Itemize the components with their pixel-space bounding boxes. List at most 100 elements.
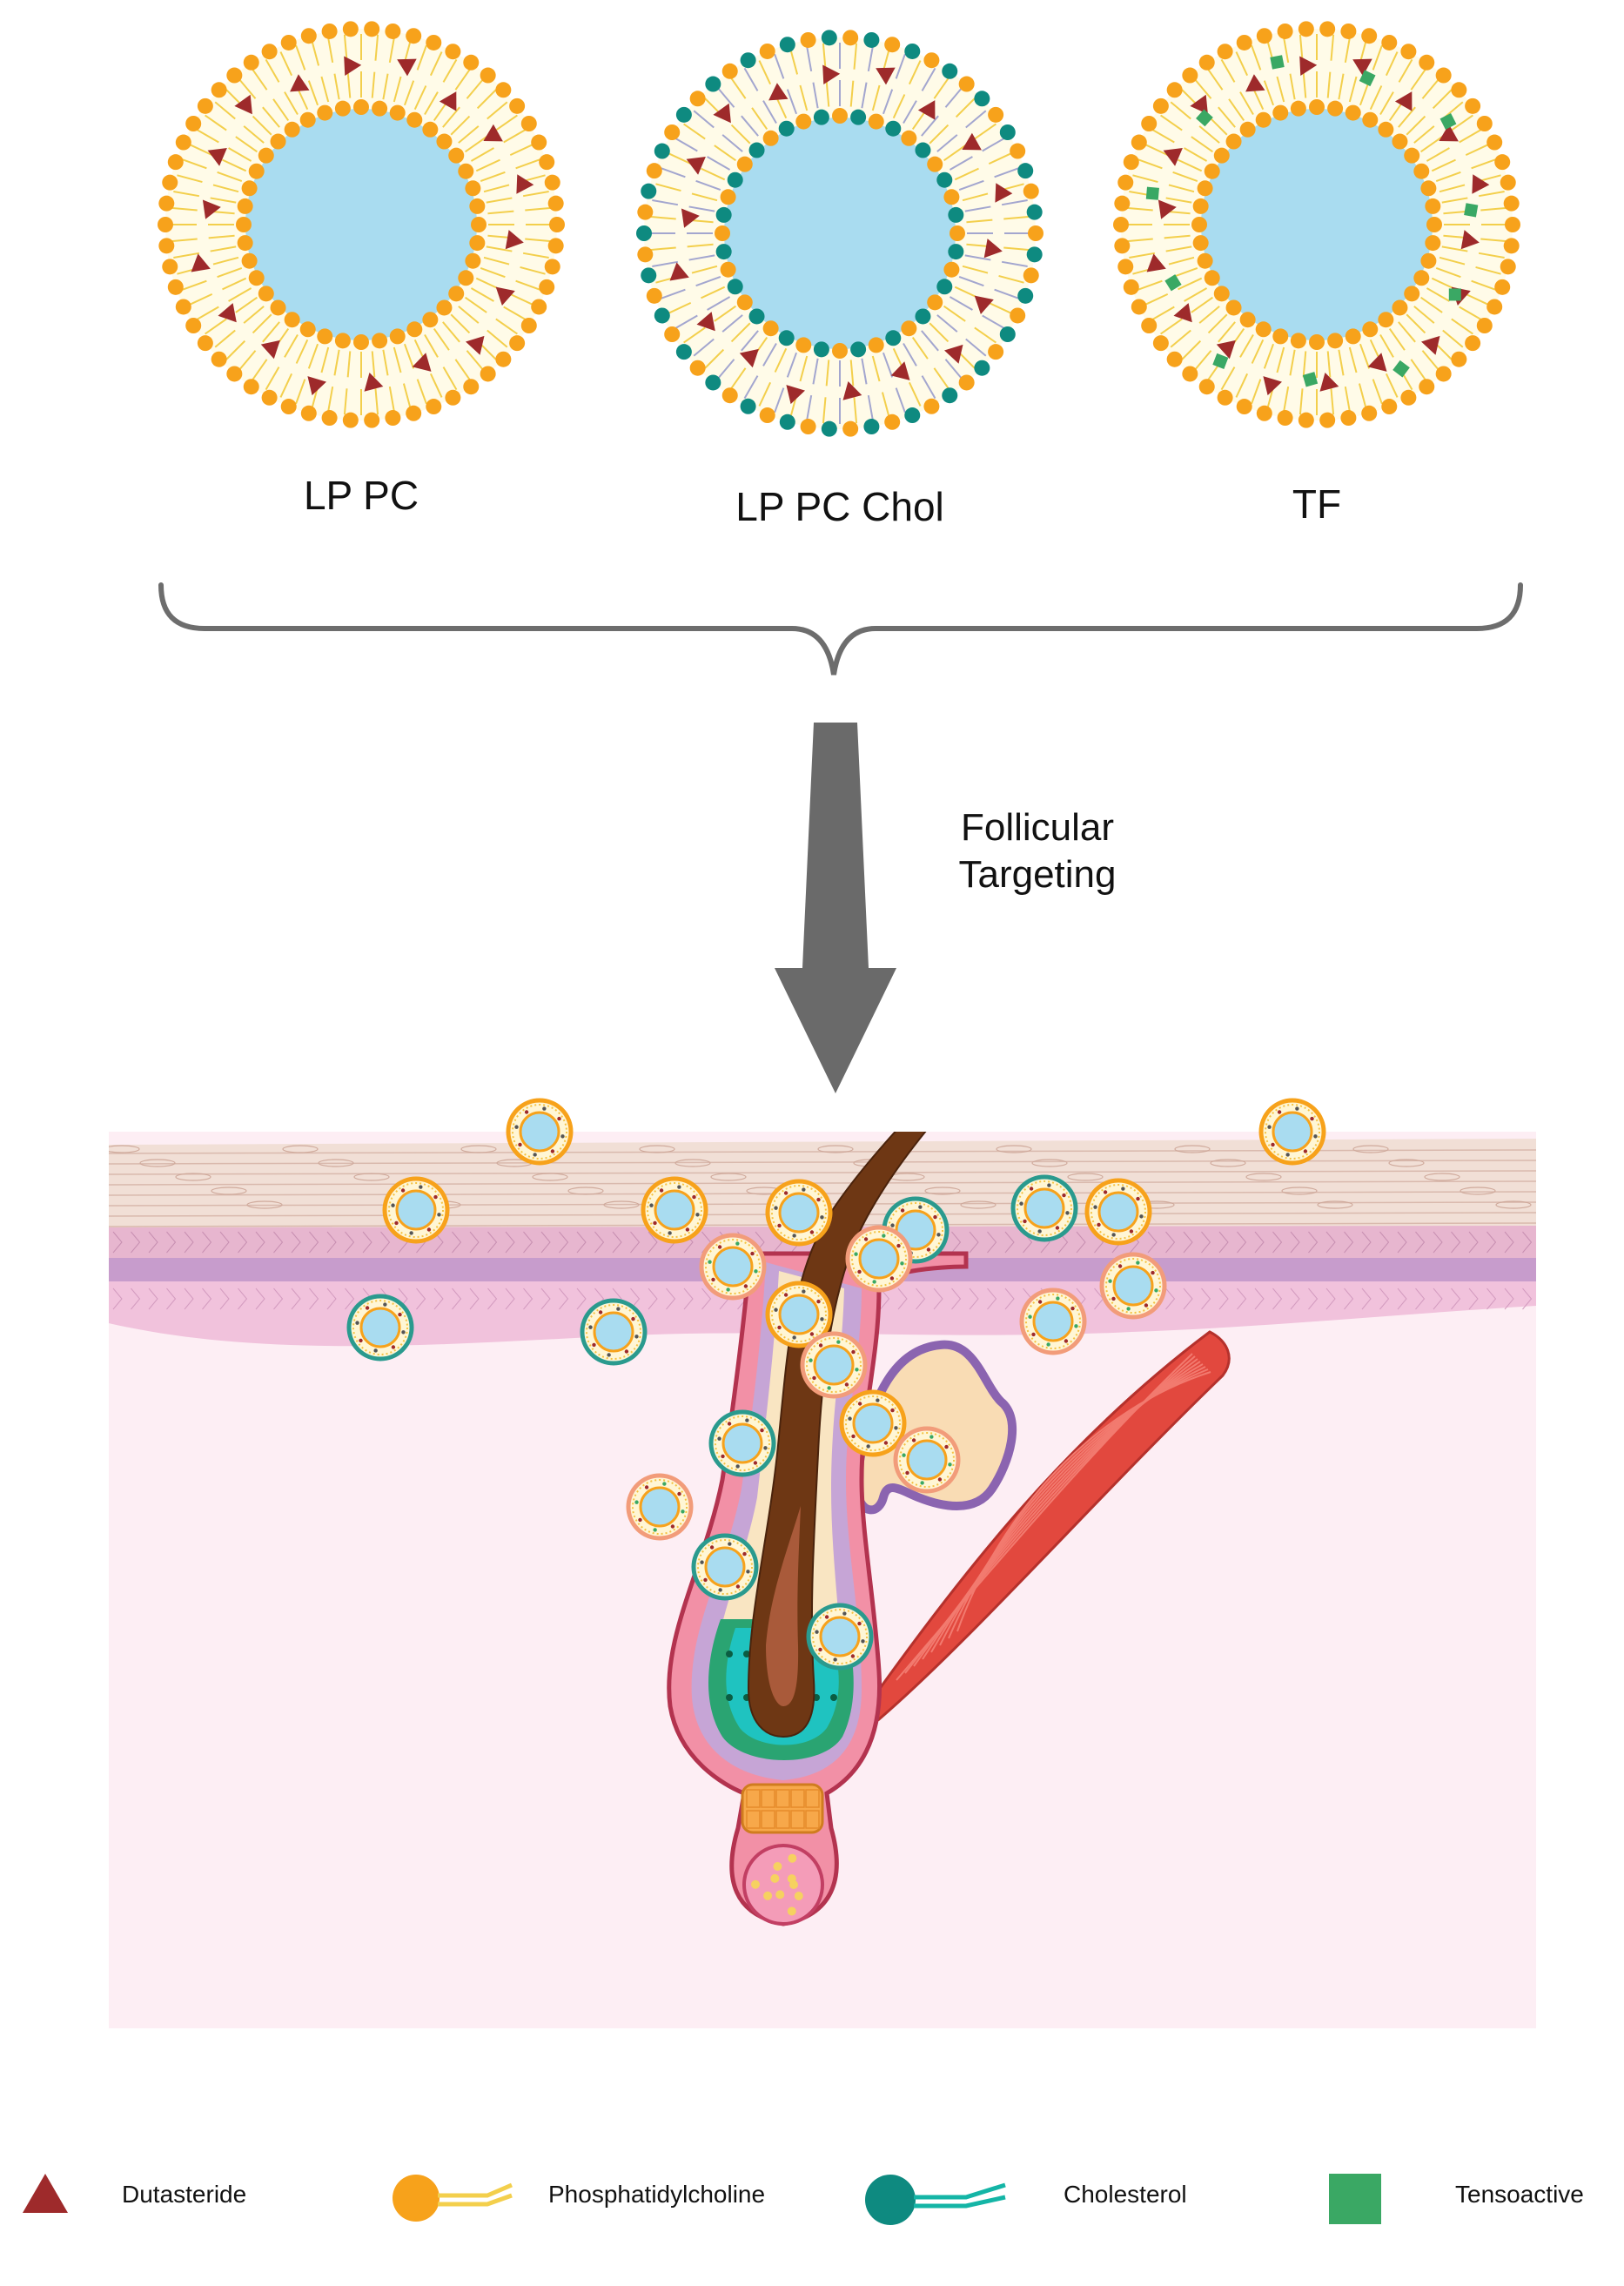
dutasteride-mark: [974, 295, 994, 314]
small-vesicle-pc: [765, 1179, 833, 1247]
dutasteride-mark: [483, 124, 503, 142]
small-vesicle-chol: [580, 1298, 648, 1366]
tensoactive-mark: [1392, 360, 1410, 378]
dutasteride-mark: [1190, 94, 1208, 115]
dutasteride-mark: [307, 376, 326, 396]
tensoactive-mark: [1359, 70, 1376, 87]
dutasteride-mark: [1173, 303, 1192, 323]
hair-bulb: [741, 1783, 824, 1834]
small-vesicle-tf: [800, 1331, 868, 1399]
dutasteride-mark: [768, 83, 789, 101]
skin-cross-section: [109, 1098, 1536, 2028]
dermal-papilla: [742, 1844, 824, 1926]
follicle-vesicles: [346, 1098, 1326, 1671]
dutasteride-mark: [944, 344, 963, 364]
dutasteride-mark: [1216, 340, 1236, 360]
dutasteride-mark: [202, 199, 221, 219]
legend-label-cholesterol: Cholesterol: [1064, 2181, 1187, 2208]
dutasteride-mark: [516, 174, 534, 194]
dutasteride-mark: [1472, 174, 1490, 194]
dutasteride-mark: [1319, 373, 1339, 392]
dutasteride-mark: [995, 183, 1013, 203]
dutasteride-mark: [439, 91, 457, 111]
dutasteride-mark: [412, 353, 432, 372]
tensoactive-mark: [1270, 55, 1285, 70]
vesicle-tf: [1113, 21, 1520, 428]
small-vesicle-tf: [626, 1473, 694, 1541]
hair-cortex: [766, 1506, 801, 1706]
follicular-targeting-line2: Targeting: [958, 853, 1117, 896]
targeting-arrow: [775, 723, 896, 1093]
dutasteride-mark: [1158, 199, 1177, 219]
grouping-brace: [158, 582, 1523, 676]
small-vesicle-pc: [1258, 1098, 1326, 1166]
dutasteride-mark: [876, 67, 896, 85]
small-vesicle-pc: [765, 1281, 833, 1348]
small-vesicle-chol: [691, 1533, 759, 1601]
vesicle-lp-pc: [158, 21, 565, 428]
small-vesicle-chol: [708, 1409, 776, 1477]
legend-cholesterol-icon: [865, 2175, 1006, 2225]
follicular-targeting-label: Follicular Targeting: [958, 804, 1116, 898]
tensoactive-mark: [1439, 112, 1457, 130]
dutasteride-mark: [1163, 148, 1183, 166]
vesicle-label-lp-pc-chol: LP PC Chol: [735, 484, 944, 529]
dutasteride-mark: [495, 286, 515, 306]
aqueous-core: [1201, 109, 1433, 340]
small-vesicle-pc: [506, 1098, 574, 1166]
dutasteride-mark: [786, 385, 805, 405]
tensoactive-mark: [1145, 186, 1159, 200]
dutasteride-mark: [696, 312, 715, 332]
tensoactive-mark: [1464, 203, 1479, 218]
dutasteride-mark: [364, 373, 384, 392]
vesicle-lp-pc-chol: [636, 30, 1044, 437]
small-vesicle-tf: [893, 1426, 961, 1494]
dutasteride-mark: [1299, 56, 1318, 76]
legend-tensoactive-icon: [1329, 2174, 1381, 2224]
dutasteride-mark: [207, 148, 227, 166]
small-vesicle-tf: [845, 1225, 913, 1293]
tensoactive-mark: [1164, 274, 1182, 292]
dutasteride-mark: [962, 132, 982, 151]
vesicle-row: [158, 21, 1520, 437]
dutasteride-mark: [1146, 253, 1166, 272]
small-vesicle-pc: [641, 1176, 708, 1244]
tensoactive-mark: [1448, 288, 1461, 301]
aqueous-core: [724, 118, 956, 349]
dutasteride-mark: [713, 103, 731, 124]
dutasteride-mark: [191, 253, 211, 272]
legend-dutasteride-icon: [23, 2174, 68, 2213]
dutasteride-mark: [218, 303, 237, 323]
dutasteride-mark: [917, 100, 936, 120]
dutasteride-mark: [681, 208, 700, 228]
dutasteride-mark: [822, 64, 841, 84]
dutasteride-mark: [686, 157, 706, 175]
small-vesicle-chol: [806, 1603, 874, 1671]
small-vesicle-pc: [382, 1176, 450, 1244]
vesicle-label-tf: TF: [1292, 481, 1342, 527]
small-vesicle-chol: [1010, 1174, 1078, 1242]
tensoactive-mark: [1302, 372, 1319, 387]
dutasteride-mark: [1367, 353, 1387, 372]
dutasteride-mark: [1352, 58, 1372, 77]
legend: [23, 2174, 1381, 2225]
vesicle-label-lp-pc: LP PC: [303, 473, 419, 518]
legend-label-dutasteride: Dutasteride: [122, 2181, 247, 2208]
small-vesicle-tf: [1099, 1252, 1167, 1320]
dutasteride-mark: [1263, 376, 1282, 396]
legend-label-tensoactive: Tensoactive: [1455, 2181, 1584, 2208]
dutasteride-mark: [344, 56, 362, 76]
small-vesicle-chol: [346, 1294, 414, 1362]
dutasteride-mark: [1439, 124, 1459, 142]
small-vesicle-pc: [1084, 1178, 1152, 1246]
aqueous-core: [245, 109, 477, 340]
dutasteride-mark: [1460, 230, 1480, 250]
dutasteride-mark: [397, 58, 417, 77]
dutasteride-mark: [890, 361, 910, 380]
dutasteride-mark: [234, 94, 252, 115]
dutasteride-mark: [505, 230, 524, 250]
small-vesicle-tf: [1019, 1288, 1087, 1355]
dutasteride-mark: [1421, 335, 1440, 355]
dutasteride-mark: [669, 262, 689, 281]
